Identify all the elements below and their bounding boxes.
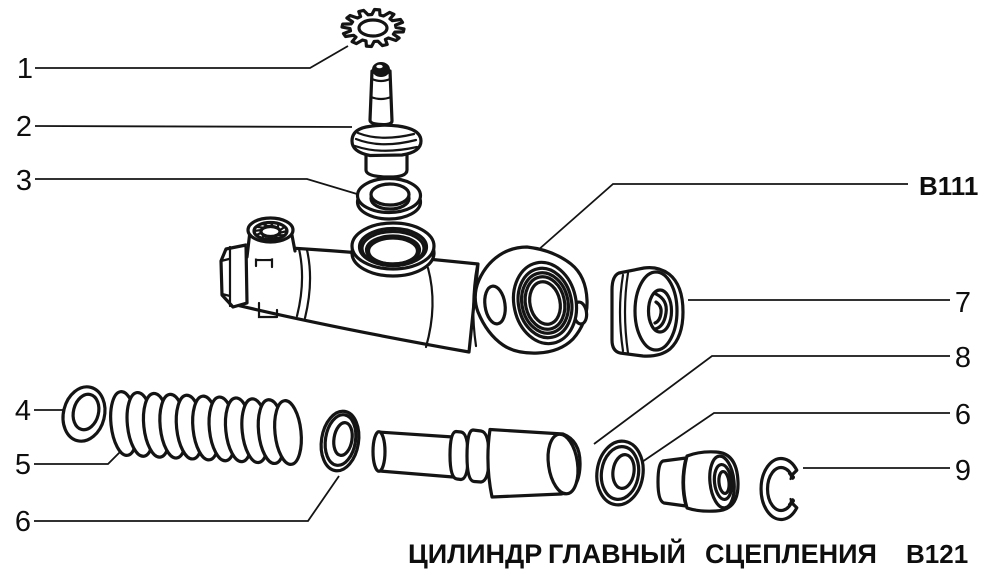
callout-6b: 6 <box>955 399 971 431</box>
thread-hatch <box>255 225 266 229</box>
leader-line-1 <box>35 45 349 69</box>
figure-code-b121: B121 <box>906 539 968 569</box>
callouts: 1 2 3 4 5 6 7 8 6 9 B111 <box>15 53 978 538</box>
flange-bolt-hole <box>483 284 507 326</box>
leader-line-2 <box>34 125 353 128</box>
part-6-seal-front <box>319 409 361 473</box>
caption-word-2: ГЛАВНЫЙ <box>548 538 686 569</box>
thread-hatch <box>261 222 270 228</box>
retainer-bushing <box>656 450 740 513</box>
part-3-seal-washer <box>355 176 423 221</box>
callout-8: 8 <box>955 342 971 374</box>
thread-hatch <box>276 222 280 230</box>
spring-coil <box>273 399 303 466</box>
leader-line-6a <box>34 475 340 522</box>
figure-code-b111: B111 <box>919 171 978 201</box>
hex-end-plug <box>219 243 249 309</box>
callout-4: 4 <box>15 395 31 427</box>
threaded-port <box>245 216 297 259</box>
part-4-washer <box>61 385 107 443</box>
caption-word-3: СЦЕПЛЕНИЯ <box>705 539 877 569</box>
part-9-circlip <box>759 456 799 522</box>
callout-9: 9 <box>955 455 971 487</box>
part-1-lock-washer <box>340 7 406 49</box>
leader-line-3 <box>35 178 358 195</box>
leader-line-8 <box>593 355 950 445</box>
callout-1: 1 <box>17 53 33 85</box>
part-2-valve-fitting <box>350 62 423 179</box>
thread-hatch <box>278 225 286 232</box>
thread-hatch <box>278 229 289 235</box>
thread-hatch <box>255 231 263 237</box>
thread-hatch <box>266 235 272 241</box>
callout-2: 2 <box>16 111 32 143</box>
part-5-spring <box>109 390 303 466</box>
casting-mark-bottom <box>257 301 279 319</box>
thread-hatch <box>269 221 275 228</box>
caption: ЦИЛИНДР ГЛАВНЫЙ СЦЕПЛЕНИЯ B121 <box>408 538 968 569</box>
part-6-seal-rear <box>595 439 645 507</box>
part-7-boot <box>610 266 685 358</box>
leader-line-b111 <box>536 183 908 252</box>
thread-hatch <box>261 233 265 240</box>
master-cylinder-body <box>219 216 589 355</box>
part-8-piston <box>371 427 582 499</box>
filler-neck <box>350 221 436 278</box>
thread-hatch <box>271 235 280 240</box>
thread-hatch <box>252 228 263 233</box>
mounting-flange <box>473 245 589 355</box>
callout-5: 5 <box>15 449 31 481</box>
callout-6a: 6 <box>15 506 31 538</box>
leader-line-6b <box>641 412 950 463</box>
callout-3: 3 <box>16 165 32 197</box>
leader-lines <box>34 45 950 522</box>
callout-7: 7 <box>955 287 971 319</box>
caption-word-1: ЦИЛИНДР <box>408 539 542 569</box>
